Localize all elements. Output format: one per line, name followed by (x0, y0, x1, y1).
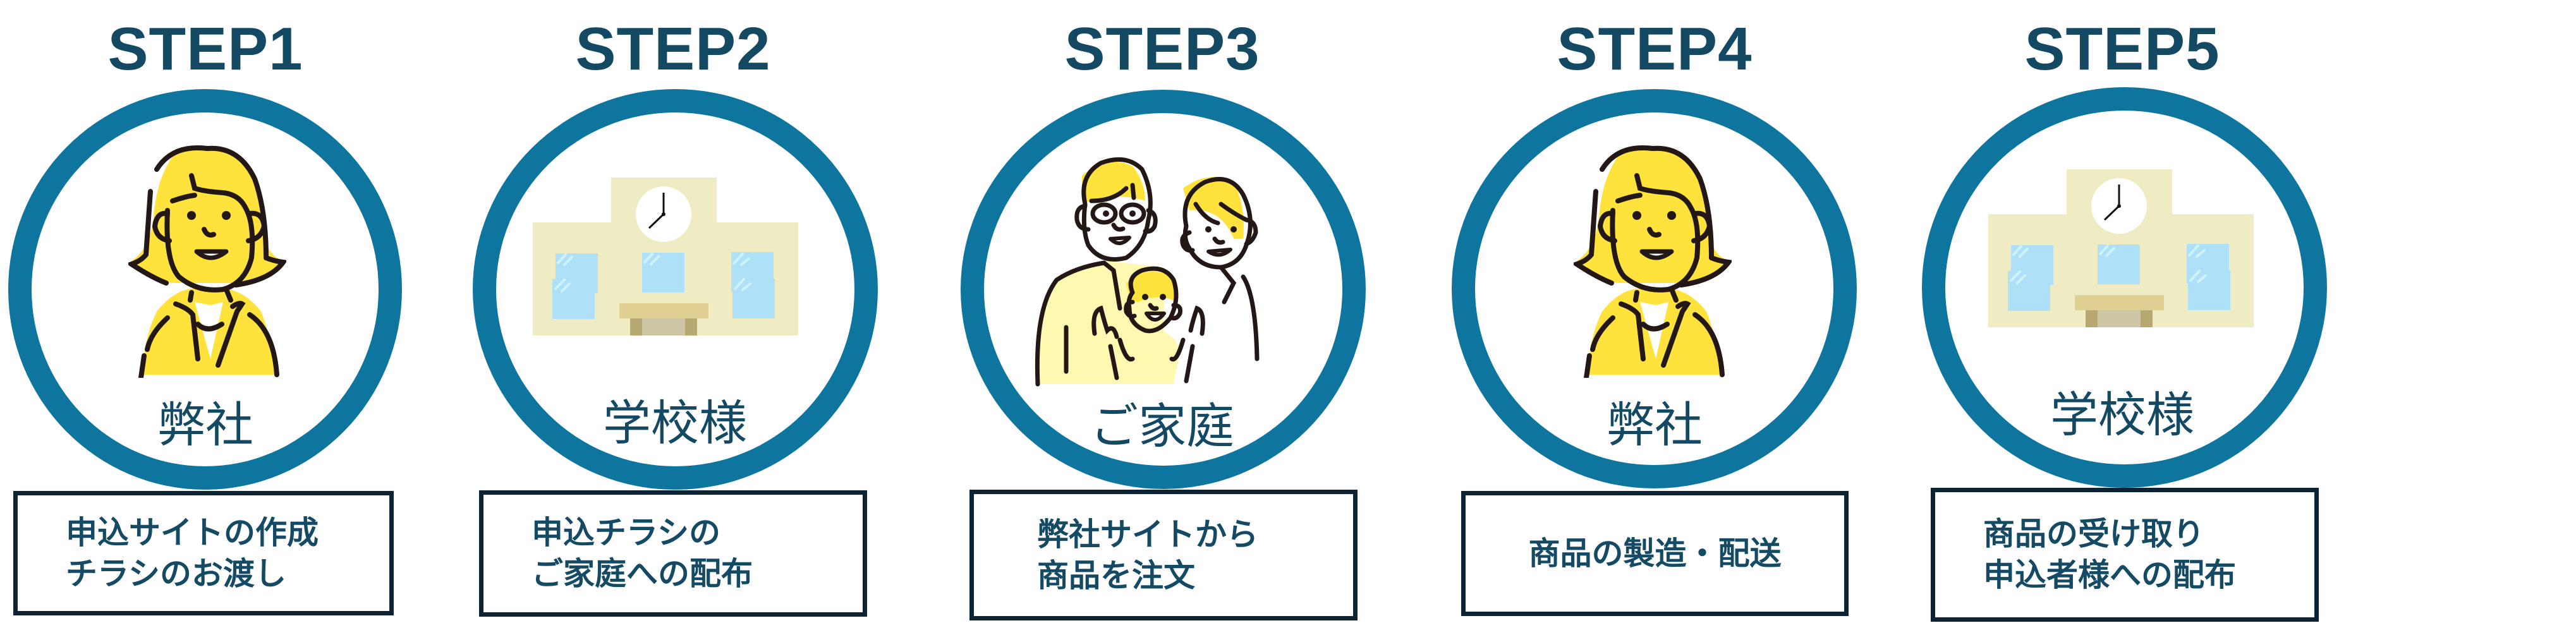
step-2-description-box: 申込チラシの ご家庭への配布 (479, 490, 867, 617)
step-4-title: STEP4 (1557, 15, 1753, 83)
step-2-actor-label: 学校様 (603, 395, 747, 451)
family-icon (1031, 150, 1297, 390)
step-5-title: STEP5 (2024, 15, 2220, 83)
step-4-description: 商品の製造・配送 (1528, 535, 1782, 572)
step-2-title: STEP2 (575, 15, 771, 83)
step-5-description-box: 商品の受け取り 申込者様への配布 (1931, 488, 2319, 622)
step-3-actor-label: ご家庭 (1090, 398, 1234, 454)
step-1-description-box: 申込サイトの作成 チラシのお渡し (13, 491, 394, 615)
school-building-icon (533, 155, 798, 358)
step-2-description: 申込チラシの ご家庭への配布 (532, 514, 753, 592)
step-4-description-box: 商品の製造・配送 (1461, 491, 1849, 616)
person-icon (1574, 141, 1732, 378)
step-1-title: STEP1 (107, 15, 303, 83)
step-3-title: STEP3 (1064, 15, 1260, 83)
step-1-actor-label: 弊社 (157, 397, 253, 453)
step-5-actor-label: 学校様 (2050, 387, 2194, 443)
step-1-description: 申込サイトの作成 チラシのお渡し (66, 514, 319, 592)
person-icon (128, 141, 286, 378)
step-3-description-box: 弊社サイトから 商品を注文 (969, 490, 1358, 620)
step-3-description: 弊社サイトから 商品を注文 (1037, 516, 1258, 594)
step-5-description: 商品の受け取り 申込者様への配布 (1983, 516, 2236, 593)
step-4-actor-label: 弊社 (1607, 397, 1703, 453)
school-building-icon (1988, 147, 2254, 349)
